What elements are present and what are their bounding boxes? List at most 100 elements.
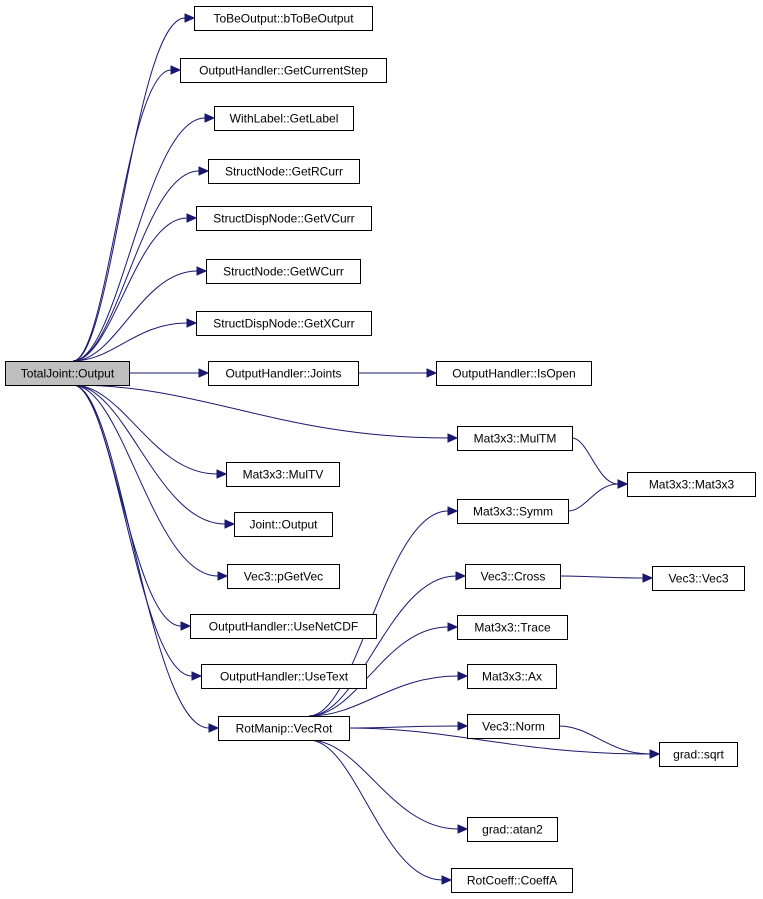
node-box-usetext[interactable] [201,664,367,689]
node-label-isopen: OutputHandler::IsOpen [452,367,575,381]
arrowhead-root-to-getwcurr [196,266,208,276]
node-root[interactable]: TotalJoint::Output [5,361,130,386]
arrowhead-joints-to-isopen [426,368,438,378]
node-jointout[interactable]: Joint::Output [234,512,333,537]
node-box-multm[interactable] [457,426,573,451]
node-getstep[interactable]: OutputHandler::GetCurrentStep [180,58,387,83]
node-label-pgetvec: Vec3::pGetVec [244,570,323,584]
edge-root-to-pgetvec [72,384,219,577]
node-box-getvcurr[interactable] [196,206,372,231]
arrowhead-root-to-joints [198,368,210,378]
node-box-getlabel[interactable] [214,106,354,131]
node-joints[interactable]: OutputHandler::Joints [208,361,359,386]
node-sqrt[interactable]: grad::sqrt [659,742,738,767]
node-trace[interactable]: Mat3x3::Trace [457,615,568,640]
node-getxcurr[interactable]: StructDispNode::GetXCurr [196,311,372,336]
node-box-symm[interactable] [457,499,569,524]
arrowhead-vecrot-to-ax [457,671,469,681]
node-label-getrcurr: StructNode::GetRCurr [225,165,343,179]
node-box-vec3[interactable] [652,566,745,591]
edge-root-to-jointout [72,384,226,525]
node-box-multv[interactable] [226,462,340,487]
node-box-atan2[interactable] [467,817,558,842]
node-multm[interactable]: Mat3x3::MulTM [457,426,573,451]
node-box-ax[interactable] [467,664,557,689]
node-coeffa[interactable]: RotCoeff::CoeffA [451,868,573,893]
arrowhead-root-to-btobe [184,13,196,23]
node-norm[interactable]: Vec3::Norm [467,714,560,739]
edge-root-to-getstep [72,69,172,362]
node-box-netcdf[interactable] [190,614,377,639]
nodes-layer: TotalJoint::Output ToBeOutput::bToBeOutpu… [5,6,756,893]
arrowhead-root-to-getxcurr [186,318,198,328]
node-box-root[interactable] [5,361,130,386]
node-getlabel[interactable]: WithLabel::GetLabel [214,106,354,131]
node-label-vec3: Vec3::Vec3 [668,572,728,586]
node-btobe[interactable]: ToBeOutput::bToBeOutput [194,6,373,31]
edge-vecrot-to-trace [308,626,449,717]
node-ax[interactable]: Mat3x3::Ax [467,664,557,689]
node-box-isopen[interactable] [436,361,592,386]
arrowhead-vecrot-to-cross [455,571,467,581]
edge-vecrot-to-sqrt [348,727,651,755]
node-box-joints[interactable] [208,361,359,386]
node-label-ax: Mat3x3::Ax [482,670,542,684]
node-label-sqrt: grad::sqrt [673,748,724,762]
edge-vecrot-to-coeffa [308,739,443,881]
node-mat3x3[interactable]: Mat3x3::Mat3x3 [627,472,756,497]
node-box-btobe[interactable] [194,6,373,31]
node-getrcurr[interactable]: StructNode::GetRCurr [208,159,360,184]
arrowhead-root-to-getlabel [204,113,216,123]
node-box-vecrot[interactable] [218,716,350,741]
arrowhead-root-to-multm [447,433,459,443]
node-label-cross: Vec3::Cross [481,570,546,584]
node-box-pgetvec[interactable] [227,564,340,589]
edge-root-to-multm [72,384,449,439]
arrowhead-root-to-jointout [224,519,236,529]
node-cross[interactable]: Vec3::Cross [465,564,561,589]
node-label-getvcurr: StructDispNode::GetVCurr [213,212,354,226]
edges-layer [72,13,661,885]
edge-root-to-getwcurr [72,270,198,362]
arrowhead-vecrot-to-coeffa [441,875,453,885]
node-box-trace[interactable] [457,615,568,640]
node-box-cross[interactable] [465,564,561,589]
node-atan2[interactable]: grad::atan2 [467,817,558,842]
edge-symm-to-mat3x3 [567,483,619,512]
node-symm[interactable]: Mat3x3::Symm [457,499,569,524]
arrowhead-vecrot-to-sqrt [649,749,661,759]
node-usetext[interactable]: OutputHandler::UseText [201,664,367,689]
node-box-sqrt[interactable] [659,742,738,767]
node-label-symm: Mat3x3::Symm [473,505,553,519]
edge-root-to-btobe [72,17,186,362]
arrowhead-root-to-getstep [170,65,182,75]
node-label-vecrot: RotManip::VecRot [236,722,333,736]
node-vecrot[interactable]: RotManip::VecRot [218,716,350,741]
node-box-jointout[interactable] [234,512,333,537]
edge-vecrot-to-atan2 [308,739,459,830]
edge-root-to-netcdf [72,384,182,627]
node-box-norm[interactable] [467,714,560,739]
edge-root-to-getlabel [72,117,206,362]
arrowhead-vecrot-to-symm [447,506,459,516]
node-box-getxcurr[interactable] [196,311,372,336]
arrowhead-root-to-getvcurr [186,213,198,223]
node-multv[interactable]: Mat3x3::MulTV [226,462,340,487]
node-box-mat3x3[interactable] [627,472,756,497]
node-label-multv: Mat3x3::MulTV [243,468,324,482]
node-vec3[interactable]: Vec3::Vec3 [652,566,745,591]
node-label-multm: Mat3x3::MulTM [474,432,557,446]
node-getwcurr[interactable]: StructNode::GetWCurr [206,259,361,284]
node-box-getstep[interactable] [180,58,387,83]
node-getvcurr[interactable]: StructDispNode::GetVCurr [196,206,372,231]
edge-cross-to-vec3 [559,575,644,579]
node-box-coeffa[interactable] [451,868,573,893]
node-box-getrcurr[interactable] [208,159,360,184]
node-isopen[interactable]: OutputHandler::IsOpen [436,361,592,386]
node-box-getwcurr[interactable] [206,259,361,284]
arrowhead-root-to-pgetvec [217,571,229,581]
node-netcdf[interactable]: OutputHandler::UseNetCDF [190,614,377,639]
node-label-joints: OutputHandler::Joints [225,367,341,381]
node-pgetvec[interactable]: Vec3::pGetVec [227,564,340,589]
node-label-getwcurr: StructNode::GetWCurr [223,265,344,279]
